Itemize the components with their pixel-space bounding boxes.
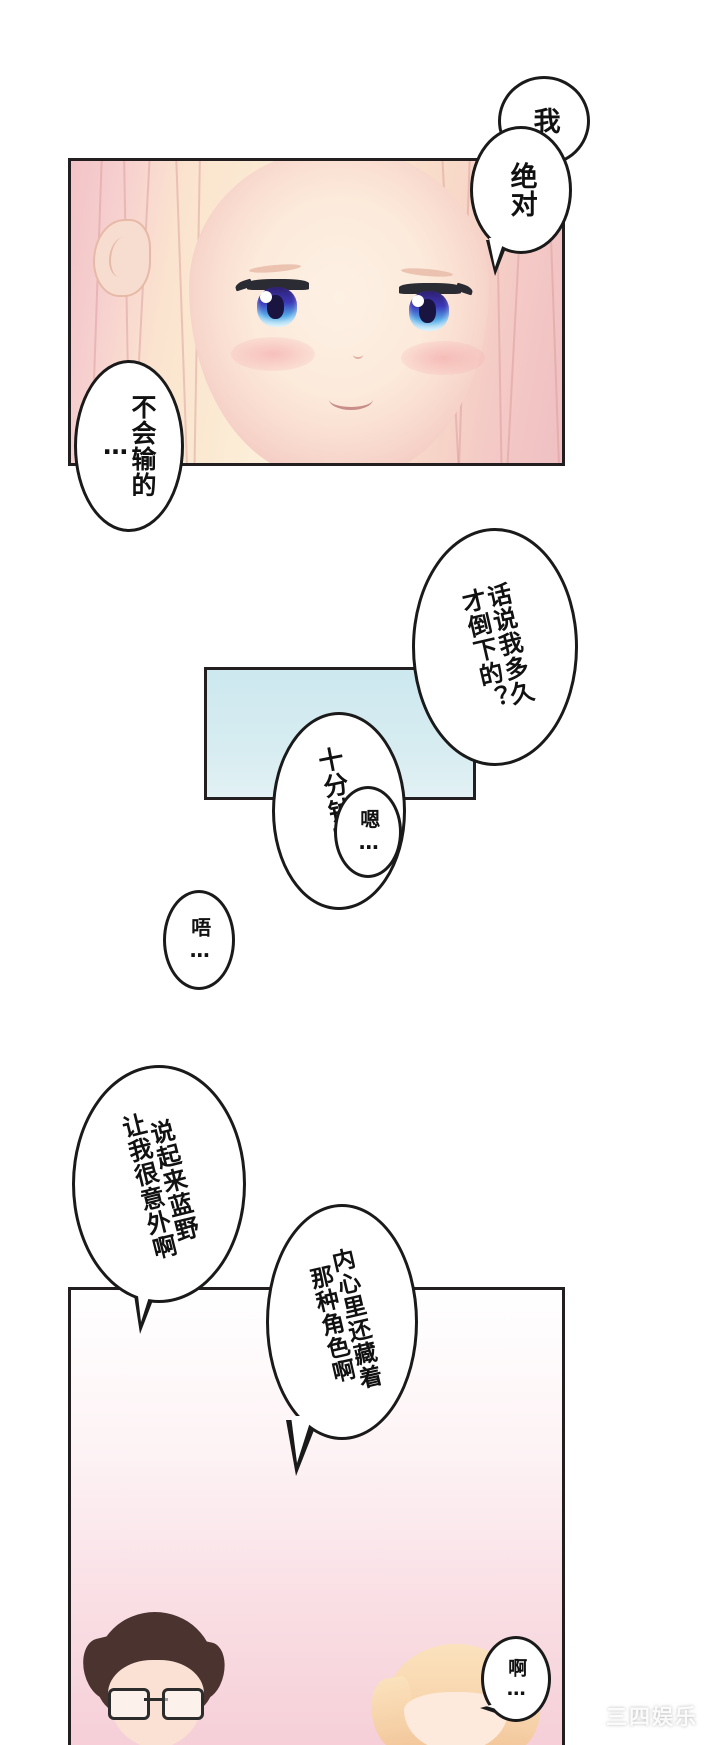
speech-bubble-neixin: 内心里还藏着 那种角色啊 bbox=[266, 1204, 418, 1440]
eye-left bbox=[234, 278, 309, 333]
speech-bubble-lanye: 说起来蓝野 让我很意外啊 bbox=[72, 1065, 246, 1303]
speech-text: 绝对 bbox=[505, 162, 537, 218]
speech-tail-fill bbox=[489, 238, 505, 267]
speech-text: 说起来蓝野 让我很意外啊 bbox=[115, 1110, 202, 1264]
ear bbox=[93, 219, 151, 297]
speech-tail-fill bbox=[291, 1416, 312, 1463]
blush-left bbox=[231, 337, 315, 371]
speech-bubble-wu: 唔… bbox=[163, 890, 235, 990]
speech-text: 嗯… bbox=[356, 809, 381, 855]
speech-text: 不会输的 … bbox=[101, 394, 157, 498]
speech-bubble-duojiu: 话说我多久 才倒下的？ bbox=[412, 528, 578, 766]
speech-text: 内心里还藏着 那种角色啊 bbox=[304, 1246, 384, 1393]
speech-text: 唔… bbox=[187, 917, 212, 963]
speech-tail-fill bbox=[486, 1701, 510, 1713]
speech-bubble-wo: 我 bbox=[498, 76, 590, 166]
speech-tail-fill bbox=[136, 1278, 155, 1322]
speech-bubble-juedui: 绝对 bbox=[470, 126, 572, 254]
speech-text: 啊… bbox=[505, 1657, 528, 1701]
glasses-icon bbox=[108, 1688, 204, 1720]
watermark: 三四娱乐 bbox=[606, 1705, 698, 1729]
speech-bubble-en: 嗯… bbox=[334, 786, 402, 878]
nose bbox=[353, 351, 363, 359]
mouth bbox=[329, 389, 373, 410]
blush-right bbox=[401, 341, 485, 375]
eye-right bbox=[399, 282, 474, 337]
speech-bubble-buhui: 不会输的 … bbox=[74, 360, 184, 532]
speech-text: 话说我多久 才倒下的？ bbox=[455, 579, 537, 714]
